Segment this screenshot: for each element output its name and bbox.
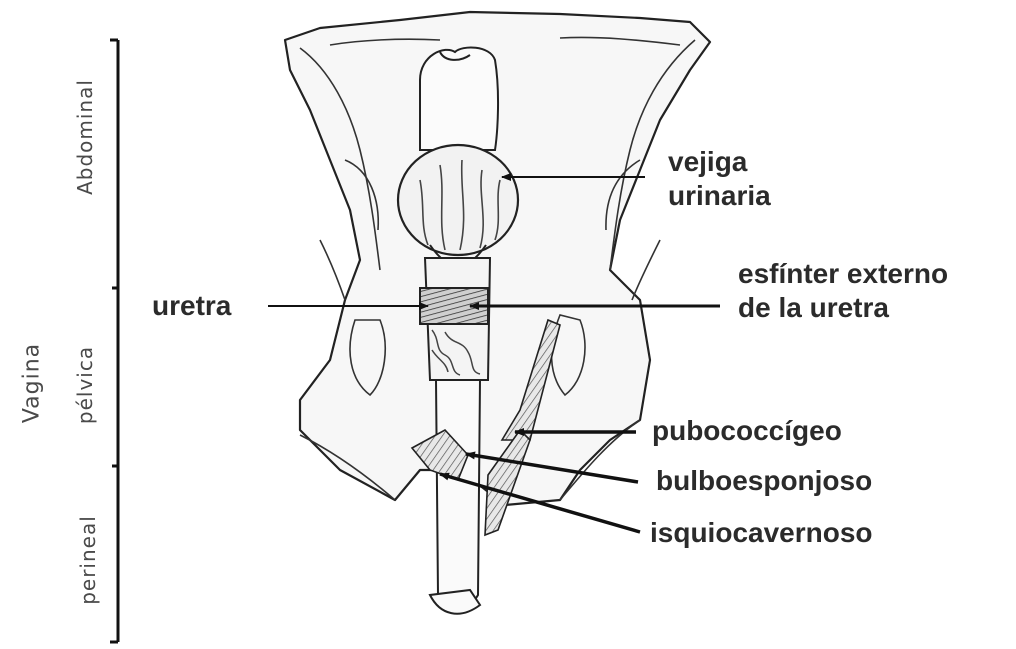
callout-esfinter: esfínter externo de la uretra [738,257,948,325]
callout-vejiga-line2: urinaria [668,179,771,213]
callout-esfinter-line1: esfínter externo [738,257,948,291]
callout-isquiocavernoso: isquiocavernoso [650,516,873,550]
uterine-body [420,47,498,150]
label-vagina: Vagina [20,343,45,423]
callout-vejiga-line1: vejiga [668,145,771,179]
label-abdominal: Abdominal [73,79,97,195]
section-bracket [110,40,118,642]
label-perineal: perineal [76,515,100,605]
label-pelvica: pélvica [73,346,97,424]
callout-esfinter-line2: de la uretra [738,291,948,325]
vaginal-canal [430,380,480,614]
callout-pubococcigeo: pubococcígeo [652,414,842,448]
callout-uretra: uretra [152,289,231,323]
callout-vejiga-urinaria: vejiga urinaria [668,145,771,213]
callout-bulboesponjoso: bulboesponjoso [656,464,872,498]
